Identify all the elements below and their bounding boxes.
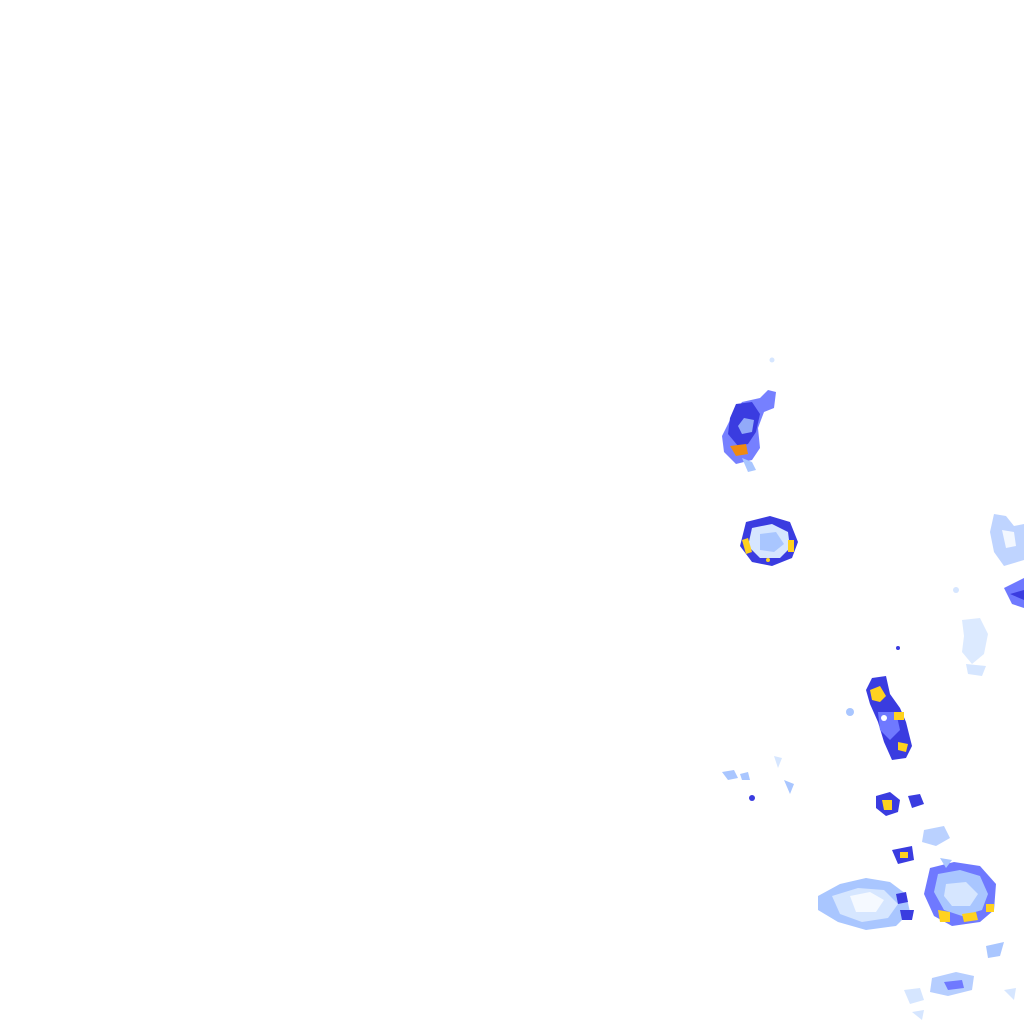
cell-south-fragments bbox=[904, 942, 1016, 1020]
cell-southeast-ring bbox=[924, 858, 996, 926]
cell-scattered-west bbox=[722, 756, 794, 801]
cell-central-band bbox=[846, 646, 912, 760]
cell-west-ring bbox=[740, 516, 798, 566]
cell-east-faint bbox=[953, 587, 988, 676]
cell-southwest-oval bbox=[818, 878, 914, 930]
cell-central-small bbox=[876, 792, 950, 864]
cell-east-edge-upper bbox=[990, 514, 1024, 566]
cell-east-edge-mid bbox=[1004, 578, 1024, 608]
cell-northwest bbox=[722, 357, 776, 472]
